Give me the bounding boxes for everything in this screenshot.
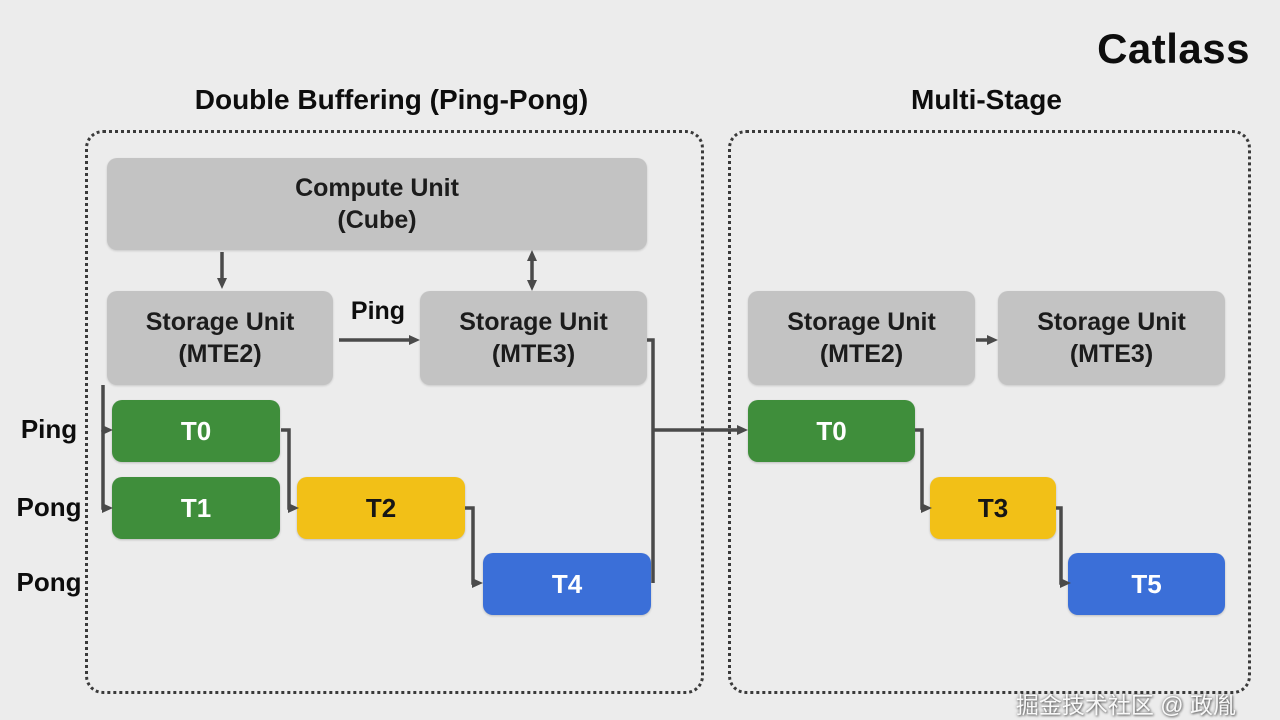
compute-unit-line2: (Cube) xyxy=(337,206,417,234)
task-t3-right-label: T3 xyxy=(977,492,1009,523)
task-t0-left: T0 xyxy=(112,400,280,462)
multi-stage-panel xyxy=(728,130,1251,694)
task-t0-right: T0 xyxy=(748,400,915,462)
left-panel-title: Double Buffering (Ping-Pong) xyxy=(194,84,589,115)
ping-arrow-label: Ping xyxy=(350,297,406,325)
storage-unit-mte3-left: Storage Unit (MTE3) xyxy=(420,291,647,385)
compute-unit-line1: Compute Unit xyxy=(295,173,459,202)
storage-mte3-right-line2: (MTE3) xyxy=(1069,340,1154,368)
task-t5-right-label: T5 xyxy=(1131,568,1162,599)
storage-mte2-right-line2: (MTE2) xyxy=(819,340,904,368)
storage-mte2-right-line1: Storage Unit xyxy=(787,307,936,336)
task-t2-left-label: T2 xyxy=(365,492,397,523)
brand-logo-text: Catlass xyxy=(1097,25,1250,72)
side-label-ping: Ping xyxy=(20,414,78,444)
task-t4-left: T4 xyxy=(483,553,651,615)
storage-mte3-line1: Storage Unit xyxy=(459,307,608,336)
task-t4-left-label: T4 xyxy=(551,568,583,599)
task-t2-left: T2 xyxy=(297,477,465,539)
storage-unit-mte3-right: Storage Unit (MTE3) xyxy=(998,291,1225,385)
watermark: 掘金技术社区 @ 政胤 xyxy=(1015,692,1236,718)
double-buffering-panel xyxy=(85,130,704,694)
storage-unit-mte2-right: Storage Unit (MTE2) xyxy=(748,291,975,385)
task-t0-left-label: T0 xyxy=(180,415,212,446)
task-t0-right-label: T0 xyxy=(816,415,847,446)
right-panel-title: Multi-Stage xyxy=(911,84,1062,115)
task-t1-left: T1 xyxy=(112,477,280,539)
task-t3-right: T3 xyxy=(930,477,1056,539)
storage-mte3-right-line1: Storage Unit xyxy=(1037,307,1186,336)
task-t5-right: T5 xyxy=(1068,553,1225,615)
storage-mte2-line1: Storage Unit xyxy=(145,307,295,336)
side-label-pong-1: Pong xyxy=(16,492,82,522)
storage-mte2-line2: (MTE2) xyxy=(178,340,262,368)
storage-unit-mte2-left: Storage Unit (MTE2) xyxy=(107,291,333,385)
task-t1-left-label: T1 xyxy=(180,492,212,523)
side-label-pong-2: Pong xyxy=(16,567,82,597)
storage-mte3-line2: (MTE3) xyxy=(491,340,576,368)
compute-unit-box: Compute Unit (Cube) xyxy=(107,158,647,250)
